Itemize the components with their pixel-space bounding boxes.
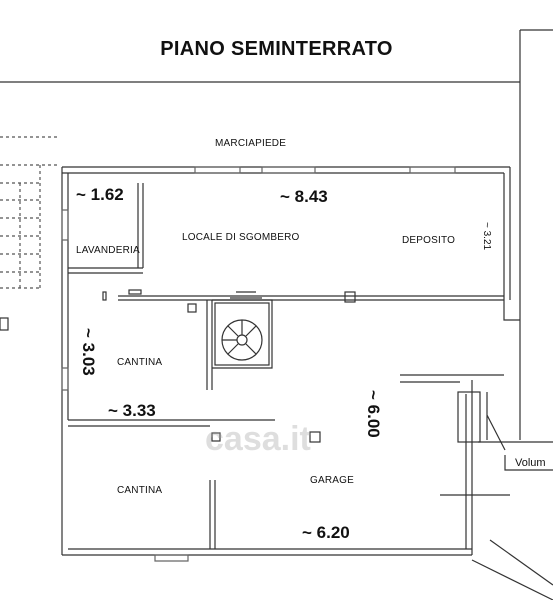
neighbour-building-outline: [519, 29, 553, 440]
dim-garage-depth: ~ 6.00: [364, 390, 383, 438]
wall-laundry-partition: [137, 183, 144, 268]
dim-cellar-width: ~ 3.33: [108, 401, 156, 420]
wall-cellar-right: [206, 300, 213, 390]
external-pillar: [0, 317, 9, 331]
label-garage: GARAGE: [310, 475, 354, 486]
plan-title: PIANO SEMINTERRATO: [160, 38, 393, 60]
label-cellar-2: CANTINA: [117, 485, 163, 496]
watermark: casa.it: [205, 420, 311, 458]
wall-cellar-divider: [68, 419, 275, 427]
street-edge-line-2: [489, 539, 553, 586]
wall-cellar2-right: [209, 480, 216, 549]
wall-garage-right: [400, 374, 504, 383]
label-sidewalk: MARCIAPIEDE: [215, 138, 287, 149]
dim-cellar-depth: ~ 3.03: [79, 328, 98, 376]
volume-box: [457, 391, 553, 471]
wall-right-step: [503, 296, 520, 321]
dim-garage-width: ~ 6.20: [302, 523, 350, 542]
wall-laundry-bottom: [68, 267, 143, 274]
fixtures: [102, 289, 356, 443]
outer-wall-bottom: [62, 548, 472, 556]
outer-wall-left: [61, 167, 69, 555]
windows: [61, 166, 456, 562]
dim-deposit-depth: ~ 3.21: [481, 222, 492, 251]
outer-wall-right-lower: [465, 380, 473, 555]
dim-laundry-width: ~ 1.62: [76, 185, 124, 204]
wall-stair-box: [212, 299, 273, 369]
label-deposit: DEPOSITO: [402, 235, 456, 246]
label-laundry: LAVANDERIA: [76, 245, 140, 256]
dim-storage-width: ~ 8.43: [280, 187, 328, 206]
outer-wall-top: [62, 166, 510, 174]
outer-wall-right-upper: [503, 167, 511, 300]
street-edge-line: [471, 559, 553, 600]
label-cellar-1: CANTINA: [117, 357, 163, 368]
spiral-stair: [214, 291, 270, 366]
wall-corridor-top: [118, 295, 504, 301]
label-storage-room: LOCALE DI SGOMBERO: [182, 232, 300, 243]
external-stair: [0, 136, 60, 289]
label-volume: Volum: [515, 457, 546, 469]
